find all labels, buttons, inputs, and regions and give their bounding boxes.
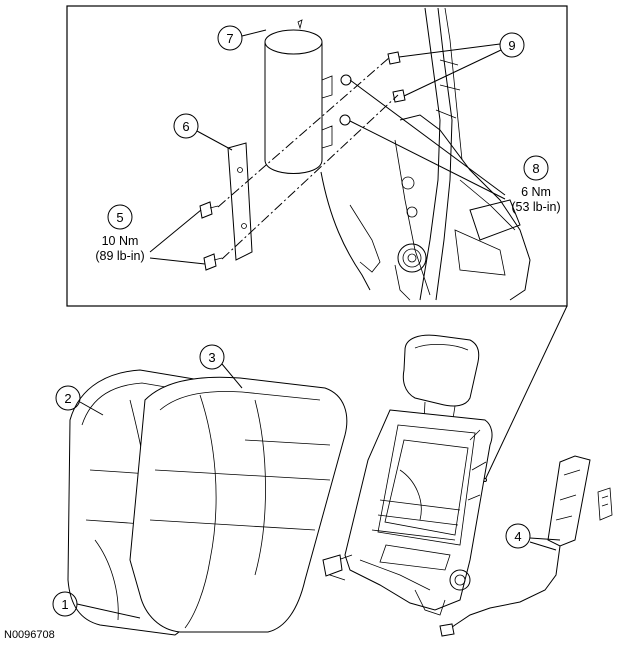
callout-1: 1 <box>61 597 68 612</box>
inset-cable <box>320 171 371 291</box>
airbag-module-4 <box>439 455 613 637</box>
callout-8: 8 <box>532 161 539 176</box>
torque-5-metric: 10 Nm <box>102 234 139 248</box>
torque-8-imperial: (53 lb-in) <box>511 200 560 214</box>
detail-inset: 7 6 5 10 Nm (89 lb-in) 9 8 6 Nm (53 lb-i… <box>66 5 568 307</box>
nut-8-upper <box>340 74 352 86</box>
bolts-5 <box>199 201 223 271</box>
headrest <box>402 334 480 407</box>
callout-3: 3 <box>208 350 215 365</box>
callout-4: 4 <box>514 529 521 544</box>
seatback-cover-3 <box>129 376 348 633</box>
bracket-6 <box>227 142 253 261</box>
inset-leader-line <box>484 305 568 481</box>
seatback-frame <box>322 334 493 616</box>
callout-2: 2 <box>64 391 71 406</box>
torque-5-imperial: (89 lb-in) <box>95 249 144 263</box>
airbag-harness <box>447 545 561 631</box>
clip-9-lower <box>392 89 406 103</box>
callout-6: 6 <box>182 119 189 134</box>
callout-9: 9 <box>508 38 515 53</box>
callout-7: 7 <box>226 31 233 46</box>
recliner-mechanism <box>397 243 427 273</box>
torque-8-metric: 6 Nm <box>521 185 551 199</box>
airbag-module-7 <box>264 19 333 174</box>
nut-8-lower <box>339 114 351 126</box>
callout-5: 5 <box>116 210 123 225</box>
figure-id: N0096708 <box>4 629 55 641</box>
clip-9-upper <box>387 51 401 65</box>
